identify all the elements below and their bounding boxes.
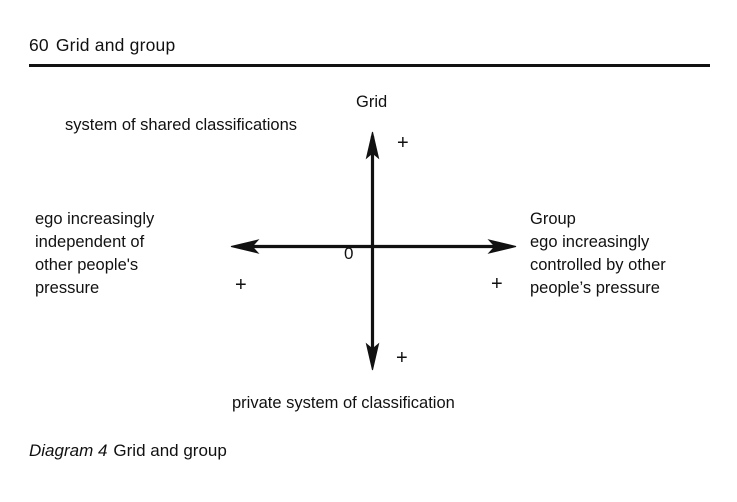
grid-and-group-diagram: Grid system of shared classifications eg… <box>0 70 737 420</box>
running-head-title: Grid and group <box>55 35 176 55</box>
header-rule <box>29 64 710 67</box>
label-ego-independent: ego increasingly independent of other pe… <box>35 210 155 297</box>
running-head: 60 Grid and group <box>29 35 175 56</box>
label-private-system-of-classification: private system of classification <box>232 394 455 412</box>
figure-caption-label: Diagram 4 <box>29 441 108 460</box>
plus-sign-right: + <box>491 273 503 295</box>
figure-caption: Diagram 4 Grid and group <box>29 440 227 462</box>
axes-graphic <box>230 131 517 371</box>
label-system-of-shared-classifications: system of shared classifications <box>65 116 298 134</box>
arrowhead-up <box>365 131 380 160</box>
plus-sign-top: + <box>397 132 409 154</box>
arrowhead-right <box>487 239 517 254</box>
origin-label: 0 <box>344 244 354 263</box>
page-number: 60 <box>29 35 49 55</box>
axis-label-grid: Grid <box>356 93 388 111</box>
arrowhead-down <box>365 342 380 371</box>
label-group-ego-controlled: Group ego increasingly controlled by oth… <box>530 210 666 297</box>
plus-sign-left: + <box>235 274 247 296</box>
arrowhead-left <box>230 239 260 254</box>
plus-sign-bottom: + <box>396 347 408 369</box>
figure-caption-text: Grid and group <box>113 441 227 460</box>
